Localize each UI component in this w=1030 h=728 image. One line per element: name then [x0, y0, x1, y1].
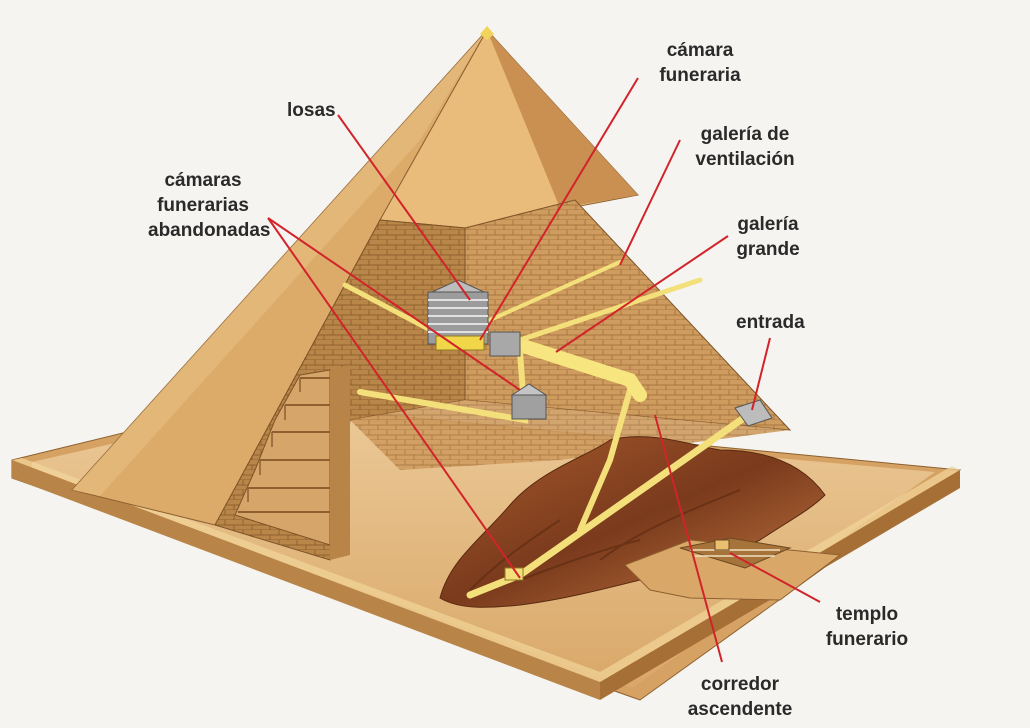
- pyramid-outer-casing: [71, 26, 639, 526]
- queens-chamber: [489, 331, 548, 420]
- leader-abandonadas-1: [267, 217, 521, 391]
- kings-chamber: [427, 279, 489, 351]
- label-templo-funerario: templo funerario: [820, 602, 914, 652]
- label-entrada-text: entrada: [736, 312, 805, 333]
- mortuary-temple: [624, 537, 842, 601]
- label-camaras-abandonadas: cámaras funerarias abandonadas: [148, 168, 271, 243]
- label-corredor-ascendente-line1: corredor: [700, 674, 780, 695]
- pyramid-entrance: [734, 399, 773, 427]
- label-camara-funeraria-line2: funeraria: [659, 65, 741, 86]
- label-camaras-abandonadas-line2: funerarias: [157, 195, 249, 216]
- ascending-corridor-passage: [577, 387, 633, 533]
- label-camara-funeraria: cámara funeraria: [650, 38, 750, 88]
- air-shaft-upper: [488, 260, 622, 322]
- label-galeria-ventilacion-line1: galería de: [700, 124, 790, 145]
- horizontal-passage: [357, 349, 529, 424]
- label-corredor-ascendente: corredor ascendente: [684, 672, 796, 722]
- leader-lines: [267, 77, 821, 663]
- label-camara-funeraria-line1: cámara: [666, 40, 734, 61]
- leader-abandonadas-2: [267, 217, 521, 579]
- leader-entrada: [751, 337, 771, 411]
- label-camaras-abandonadas-line3: abandonadas: [148, 220, 271, 241]
- label-galeria-ventilacion: galería de ventilación: [684, 122, 806, 172]
- pyramid-cutaway-interior: [214, 199, 792, 561]
- label-galeria-grande-line2: grande: [736, 239, 800, 260]
- label-camaras-abandonadas-line1: cámaras: [164, 170, 242, 191]
- leader-templo: [729, 552, 821, 603]
- leader-galeria-grande: [555, 235, 729, 353]
- air-shaft-south: [517, 277, 703, 343]
- leader-galeria-ventilacion: [619, 139, 681, 266]
- leader-corredor: [654, 414, 723, 663]
- air-shaft-north: [342, 282, 443, 338]
- label-corredor-ascendente-line2: ascendente: [687, 699, 793, 720]
- stepped-core: [234, 365, 350, 560]
- label-templo-funerario-line2: funerario: [825, 629, 909, 650]
- grand-gallery-passage: [513, 338, 647, 402]
- label-galeria-grande-line1: galería: [737, 214, 799, 235]
- label-galeria-grande: galería grande: [728, 212, 808, 262]
- label-entrada: entrada: [736, 310, 805, 335]
- leader-losas: [337, 114, 471, 301]
- leader-camara-funeraria: [479, 77, 639, 341]
- label-templo-funerario-line1: templo: [835, 604, 899, 625]
- label-losas: losas: [287, 98, 336, 123]
- label-galeria-ventilacion-line2: ventilación: [695, 149, 795, 170]
- label-losas-text: losas: [287, 100, 336, 121]
